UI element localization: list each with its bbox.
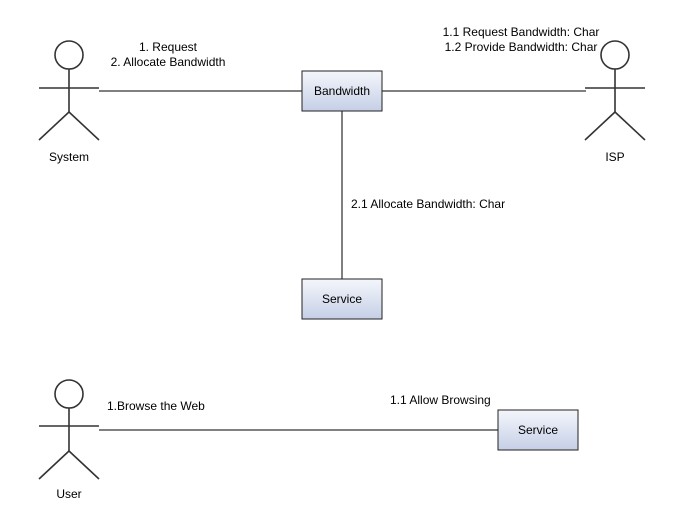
message-request-bandwidth-char: 1.1 Request Bandwidth: Char bbox=[443, 25, 600, 39]
message-browse-the-web: 1.Browse the Web bbox=[107, 399, 205, 413]
message-allocate-bandwidth: 2. Allocate Bandwidth bbox=[111, 55, 226, 69]
box-service-bottom[interactable]: Service bbox=[497, 409, 579, 451]
message-allocate-bandwidth-char: 2.1 Allocate Bandwidth: Char bbox=[351, 197, 505, 211]
box-service-top[interactable]: Service bbox=[301, 278, 383, 320]
actor-system[interactable]: System bbox=[38, 40, 100, 164]
message-allow-browsing: 1.1 Allow Browsing bbox=[390, 393, 491, 407]
box-service-top-rect bbox=[301, 278, 383, 320]
actor-label-system: System bbox=[49, 150, 89, 164]
actor-label-isp: ISP bbox=[605, 150, 624, 164]
box-service-top-label: Service bbox=[322, 292, 362, 306]
actor-right-leg bbox=[68, 111, 100, 141]
actor-label-user: User bbox=[56, 487, 81, 501]
actor-left-leg bbox=[38, 111, 70, 141]
message-provide-bandwidth-char: 1.2 Provide Bandwidth: Char bbox=[445, 40, 598, 54]
actor-user[interactable]: User bbox=[38, 379, 100, 501]
box-bandwidth-label: Bandwidth bbox=[314, 84, 370, 98]
actor-right-leg bbox=[68, 450, 100, 480]
actor-left-leg bbox=[38, 450, 70, 480]
message-request: 1. Request bbox=[139, 40, 198, 54]
box-bandwidth[interactable]: Bandwidth bbox=[301, 70, 383, 112]
actor-right-leg bbox=[614, 111, 646, 141]
actor-head bbox=[54, 40, 84, 70]
actor-head bbox=[54, 379, 84, 409]
box-bandwidth-rect bbox=[301, 70, 383, 112]
actor-head bbox=[600, 40, 630, 70]
actor-isp[interactable]: ISP bbox=[584, 40, 646, 164]
box-service-bottom-rect bbox=[497, 409, 579, 451]
box-service-bottom-label: Service bbox=[518, 423, 558, 437]
actor-left-leg bbox=[584, 111, 616, 141]
